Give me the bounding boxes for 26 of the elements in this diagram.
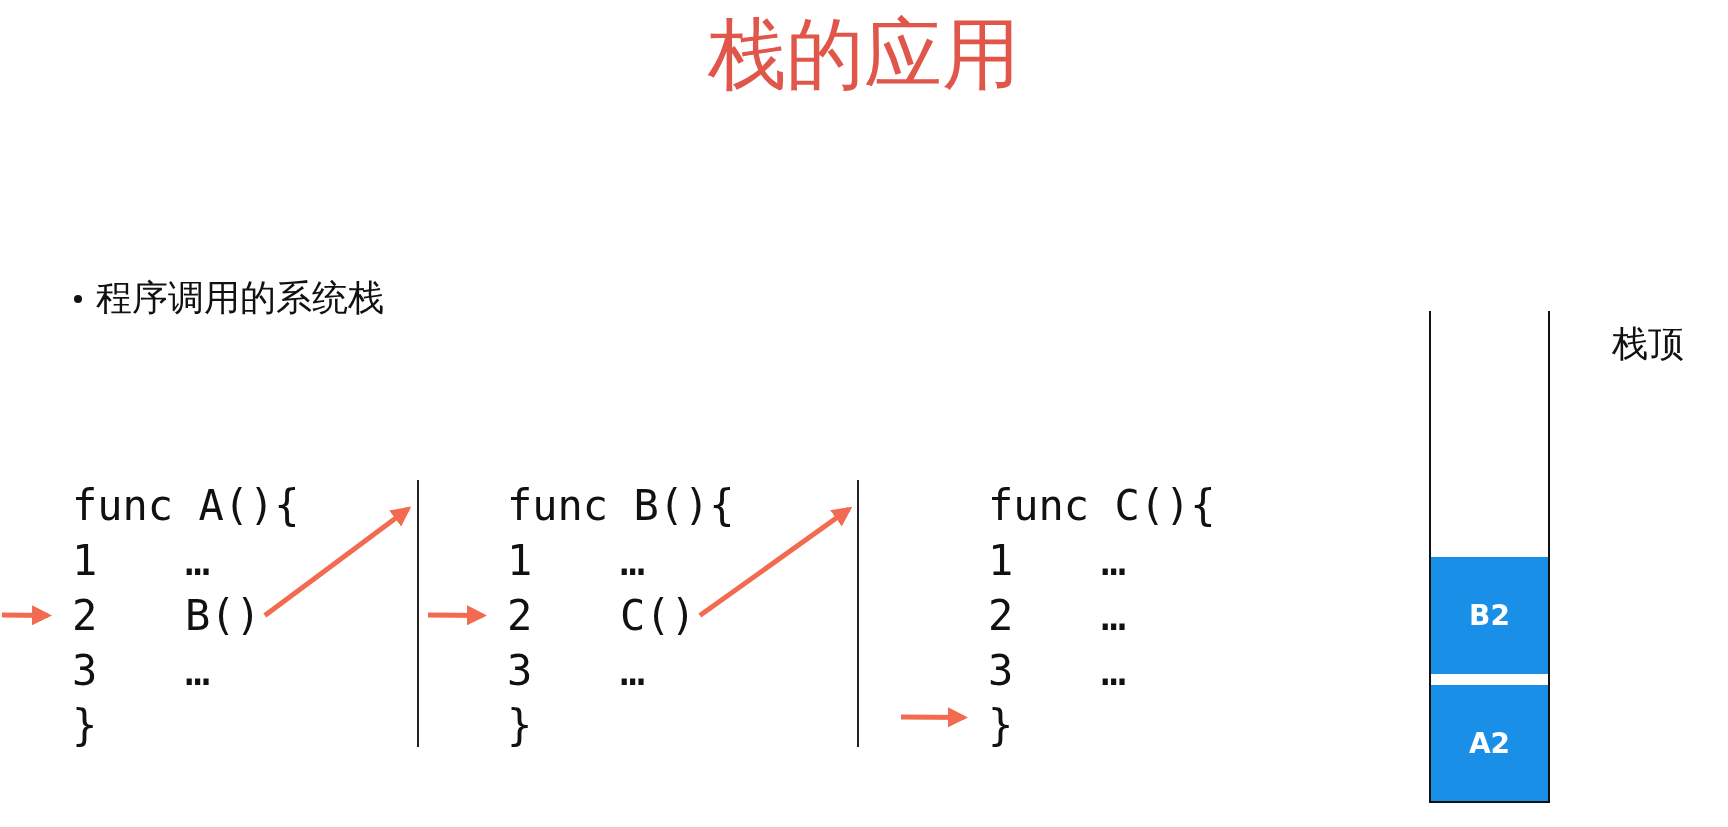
code-line: 1 … — [48, 533, 211, 588]
code-line: 3 … — [483, 643, 646, 698]
stack-frame: A2 — [1431, 685, 1548, 801]
code-line: } — [964, 698, 1014, 753]
code-line: func B(){ — [483, 478, 735, 533]
code-line: 2 C() — [483, 588, 696, 643]
arrow — [263, 506, 412, 618]
code-line: 3 … — [964, 643, 1127, 698]
arrow — [698, 506, 853, 618]
stack-frame: B2 — [1431, 557, 1548, 674]
stack-container — [1429, 311, 1550, 803]
code-line: 1 … — [964, 533, 1127, 588]
arrow — [901, 707, 968, 728]
title: 栈的应用 — [707, 8, 1021, 101]
arrow — [427, 605, 487, 626]
code-line: } — [483, 698, 533, 753]
arrow — [1, 605, 52, 626]
code-line: } — [48, 698, 98, 753]
stack-top-label: 栈顶 — [1612, 322, 1684, 366]
code-line: 3 … — [48, 643, 211, 698]
code-line: 1 … — [483, 533, 646, 588]
code-line: 2 B() — [48, 588, 261, 643]
code-line: 2 … — [964, 588, 1127, 643]
code-line: func A(){ — [48, 478, 300, 533]
code-line: func C(){ — [964, 478, 1216, 533]
bullet-text: 程序调用的系统栈 — [96, 276, 384, 320]
